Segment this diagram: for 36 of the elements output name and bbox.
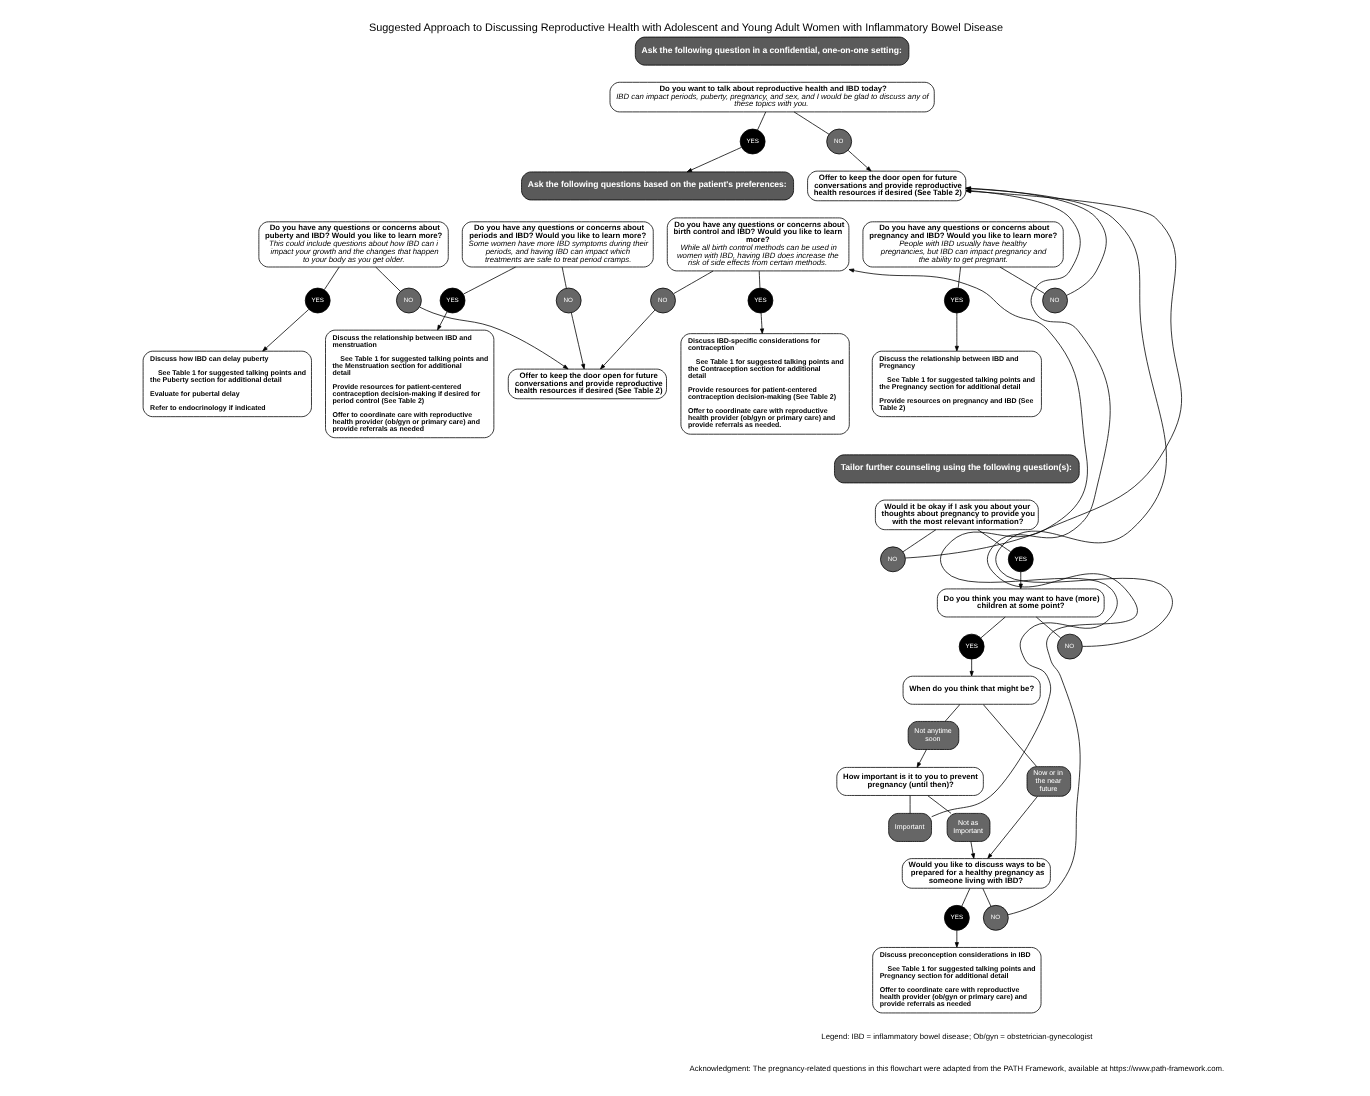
connector — [943, 703, 960, 722]
connector — [982, 704, 1037, 767]
connector — [979, 616, 1005, 639]
connector — [956, 266, 960, 289]
arrow — [759, 312, 764, 334]
arrow — [436, 311, 447, 331]
connector — [901, 529, 936, 553]
arrow — [418, 306, 568, 370]
connector — [672, 270, 713, 294]
connector — [462, 266, 515, 295]
connector — [981, 887, 991, 907]
arrow — [847, 268, 1117, 818]
arrow — [570, 312, 585, 370]
connector — [960, 887, 970, 907]
arrow — [986, 795, 1037, 859]
connector — [1034, 616, 1060, 639]
connector — [560, 266, 566, 289]
arrow — [1017, 571, 1022, 590]
arrow — [968, 658, 973, 677]
arrow — [685, 147, 741, 173]
connector — [908, 795, 910, 814]
arrow — [599, 309, 655, 370]
connector — [926, 795, 951, 814]
connector — [757, 270, 760, 289]
connector — [998, 266, 1044, 294]
connector — [756, 111, 766, 131]
arrow — [915, 749, 926, 768]
connector — [976, 529, 1011, 553]
arrow — [969, 841, 975, 859]
connector — [322, 266, 339, 291]
connector — [792, 111, 829, 135]
arrow — [953, 312, 958, 352]
arrow — [846, 150, 871, 172]
arrow — [261, 309, 309, 352]
connector — [374, 266, 400, 292]
arrow — [953, 929, 958, 948]
